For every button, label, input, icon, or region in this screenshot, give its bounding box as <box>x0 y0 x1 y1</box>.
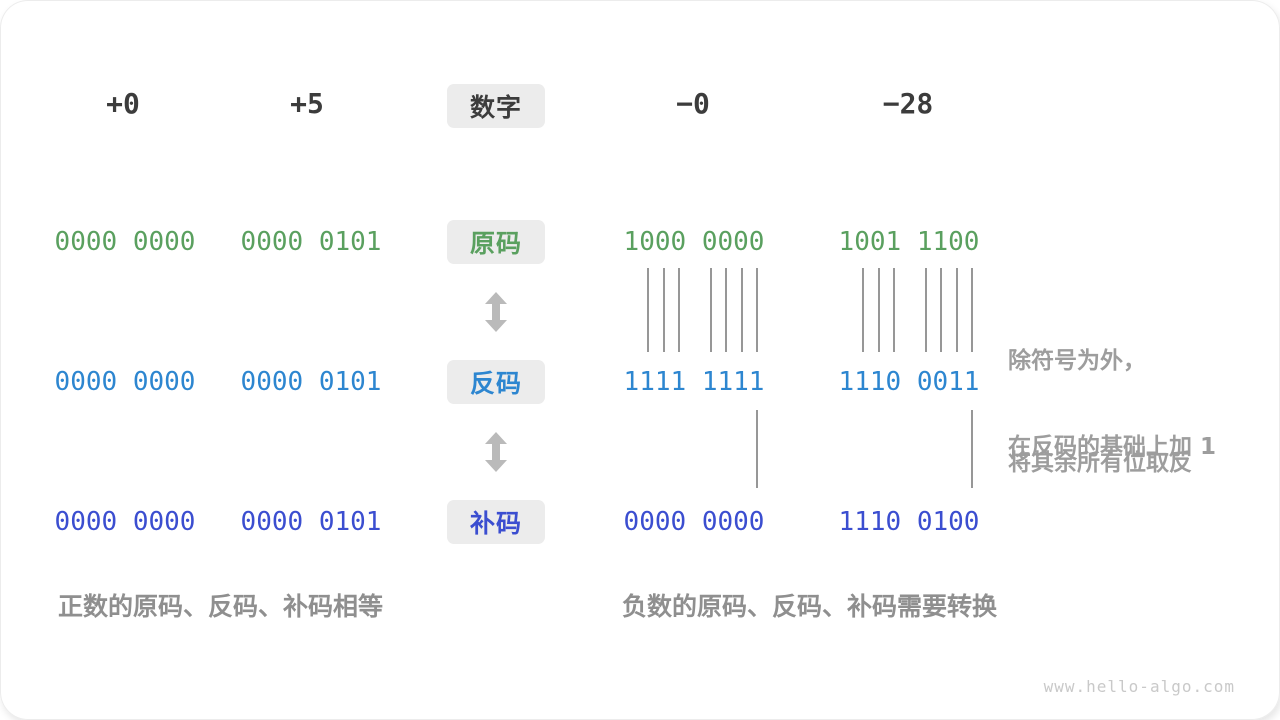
binary-value: 0000 0000 <box>54 227 196 257</box>
bit-connector-line <box>893 268 895 352</box>
bit-connector-line <box>647 268 649 352</box>
binary-value: 0000 0101 <box>240 507 382 537</box>
bit-connector-line <box>725 268 727 352</box>
bit-connector-line <box>925 268 927 352</box>
updown-arrow-icon <box>483 432 509 472</box>
col-header-minus0: −0 <box>676 87 710 120</box>
updown-arrow-icon <box>483 292 509 332</box>
bit-connector-line <box>756 268 758 352</box>
binary-value: 0000 0000 <box>54 367 196 397</box>
bit-connector-line <box>741 268 743 352</box>
invert-note-line2: 将其余所有位取反 <box>1008 450 1192 476</box>
negative-caption: 负数的原码、反码、补码需要转换 <box>622 592 998 621</box>
binary-value: 1111 1111 <box>623 367 765 397</box>
add-one-note: 在反码的基础上加 1 <box>1008 434 1217 460</box>
sign-magnitude-label: 原码 <box>469 229 522 258</box>
invert-note: 除符号为外， 将其余所有位取反 <box>1008 276 1192 548</box>
digit-label: 数字 <box>469 93 522 122</box>
binary-value: 1000 0000 <box>623 227 765 257</box>
digit-label-box: 数字 <box>447 84 545 128</box>
bit-connector-line <box>756 410 758 488</box>
binary-value: 1001 1100 <box>838 227 980 257</box>
ones-complement-label: 反码 <box>469 369 522 398</box>
bit-connector-line <box>663 268 665 352</box>
positive-caption: 正数的原码、反码、补码相等 <box>58 592 384 621</box>
invert-note-line1: 除符号为外， <box>1008 348 1146 374</box>
col-header-plus5: +5 <box>290 87 324 120</box>
binary-value: 0000 0000 <box>54 507 196 537</box>
twos-complement-label-box: 补码 <box>447 500 545 544</box>
col-header-minus28: −28 <box>882 87 934 120</box>
twos-complement-label: 补码 <box>469 509 522 538</box>
bit-connector-line <box>971 410 973 488</box>
sign-magnitude-label-box: 原码 <box>447 220 545 264</box>
bit-connector-line <box>971 268 973 352</box>
binary-value: 1110 0011 <box>838 367 980 397</box>
bit-connector-line <box>710 268 712 352</box>
ones-complement-label-box: 反码 <box>447 360 545 404</box>
bit-connector-line <box>878 268 880 352</box>
bit-connector-line <box>862 268 864 352</box>
bit-connector-line <box>940 268 942 352</box>
binary-value: 0000 0101 <box>240 367 382 397</box>
binary-value: 0000 0101 <box>240 227 382 257</box>
bit-connector-line <box>678 268 680 352</box>
col-header-plus0: +0 <box>106 87 140 120</box>
watermark: www.hello-algo.com <box>1043 677 1235 696</box>
binary-value: 1110 0100 <box>838 507 980 537</box>
binary-value: 0000 0000 <box>623 507 765 537</box>
bit-connector-line <box>956 268 958 352</box>
